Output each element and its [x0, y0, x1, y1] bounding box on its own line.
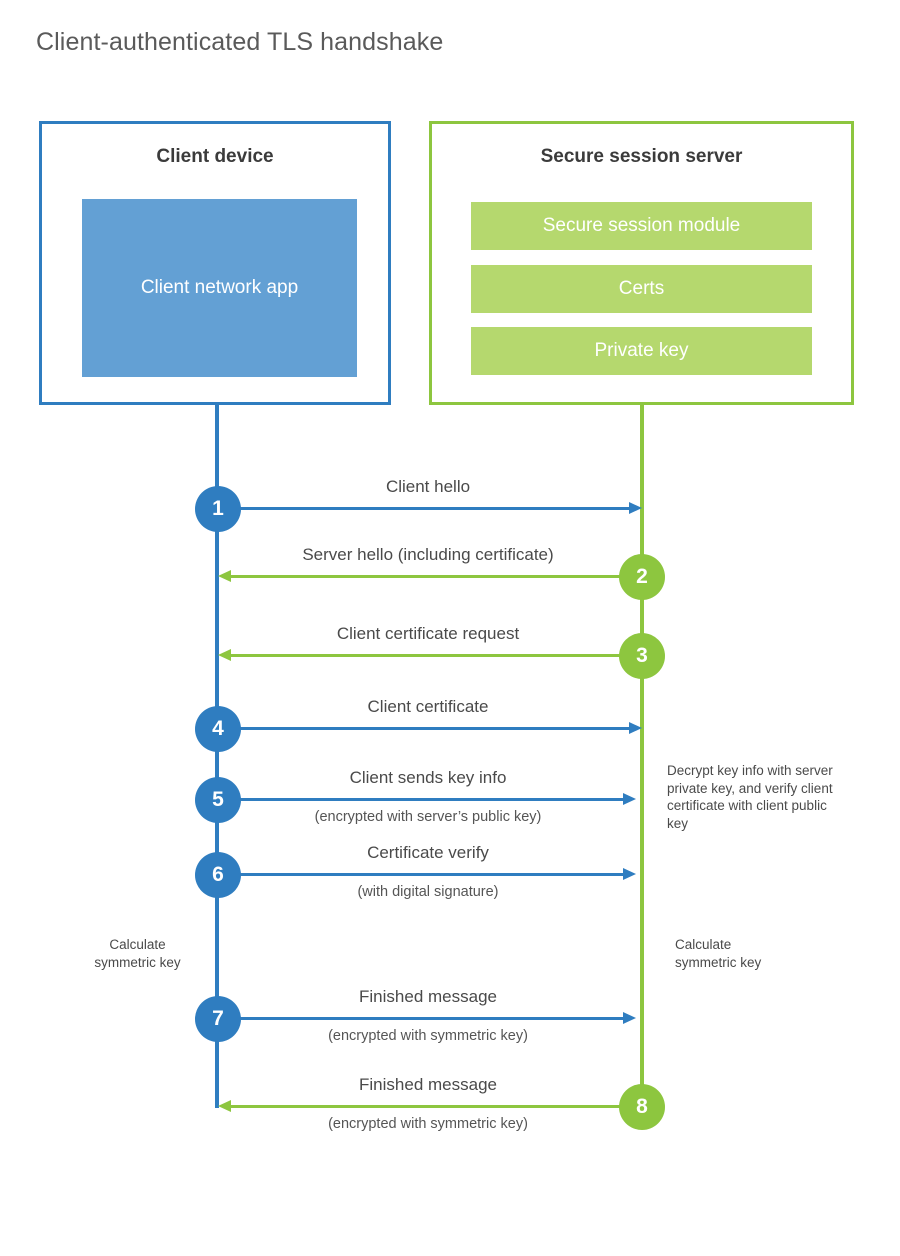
step-6-arrow-line [217, 873, 623, 876]
step-2-arrow-head-icon [218, 570, 231, 582]
step-3-label: Client certificate request [336, 624, 520, 643]
client-calc-line-2: symmetric key [94, 955, 181, 970]
step-3-number-badge: 3 [619, 632, 665, 679]
step-4-arrow-head-icon [629, 722, 642, 734]
step-5-arrow-line [217, 798, 623, 801]
step-8-sublabel: (encrypted with symmetric key) [328, 1116, 528, 1132]
step-6-arrow-head-icon [623, 868, 636, 880]
page-title: Client-authenticated TLS handshake [36, 28, 444, 56]
step-7-sublabel: (encrypted with symmetric key) [328, 1028, 528, 1044]
step-7-label: Finished message [359, 987, 497, 1006]
step-7-arrow-head-icon [623, 1012, 636, 1024]
client-network-app-block: Client network app [82, 199, 357, 377]
step-3-arrow-line [231, 654, 621, 657]
step-4-number-badge: 4 [195, 705, 241, 752]
step-1-number-badge: 1 [195, 485, 241, 532]
step-2-arrow-line [231, 575, 621, 578]
step-7-arrow-line [217, 1017, 623, 1020]
server-component-certs: Certs [471, 265, 812, 313]
step-8-arrow-line [231, 1105, 621, 1108]
server-decrypt-note: Decrypt key info with server private key… [667, 763, 833, 831]
step-5-number-badge: 5 [195, 776, 241, 823]
client-lifeline [215, 405, 219, 1108]
step-6-number-badge: 6 [195, 851, 241, 898]
step-1-label: Client hello [385, 477, 471, 496]
server-calc-line-2: symmetric key [675, 955, 762, 970]
client-device-title: Client device [156, 146, 274, 167]
server-component-private-key: Private key [471, 327, 812, 375]
step-4-arrow-line [217, 727, 629, 730]
server-calculate-symmetric-key-note: Calculate symmetric key [675, 936, 835, 972]
step-8-arrow-head-icon [218, 1100, 231, 1112]
client-calculate-symmetric-key-note: Calculate symmetric key [60, 936, 215, 972]
step-2-label: Server hello (including certificate) [302, 545, 554, 564]
step-3-arrow-head-icon [218, 649, 231, 661]
step-5-label: Client sends key info [349, 768, 507, 787]
secure-session-server-box: Secure session server Secure session mod… [429, 121, 854, 405]
step-8-label: Finished message [359, 1075, 497, 1094]
client-device-box: Client device Client network app [39, 121, 391, 405]
step-8-number-badge: 8 [619, 1083, 665, 1130]
step-2-number-badge: 2 [619, 553, 665, 600]
step-4-label: Client certificate [367, 697, 489, 716]
server-component-secure-session-module: Secure session module [471, 202, 812, 250]
step-6-sublabel: (with digital signature) [357, 884, 499, 900]
server-lifeline [640, 405, 644, 1105]
client-calc-line-1: Calculate [109, 937, 166, 952]
step-6-label: Certificate verify [367, 843, 489, 862]
step-5-arrow-head-icon [623, 793, 636, 805]
step-7-number-badge: 7 [195, 995, 241, 1042]
step-5-sublabel: (encrypted with server’s public key) [314, 809, 542, 825]
secure-session-server-title: Secure session server [540, 146, 743, 167]
step-1-arrow-head-icon [629, 502, 642, 514]
server-calc-line-1: Calculate [675, 937, 732, 952]
step-1-arrow-line [217, 507, 629, 510]
